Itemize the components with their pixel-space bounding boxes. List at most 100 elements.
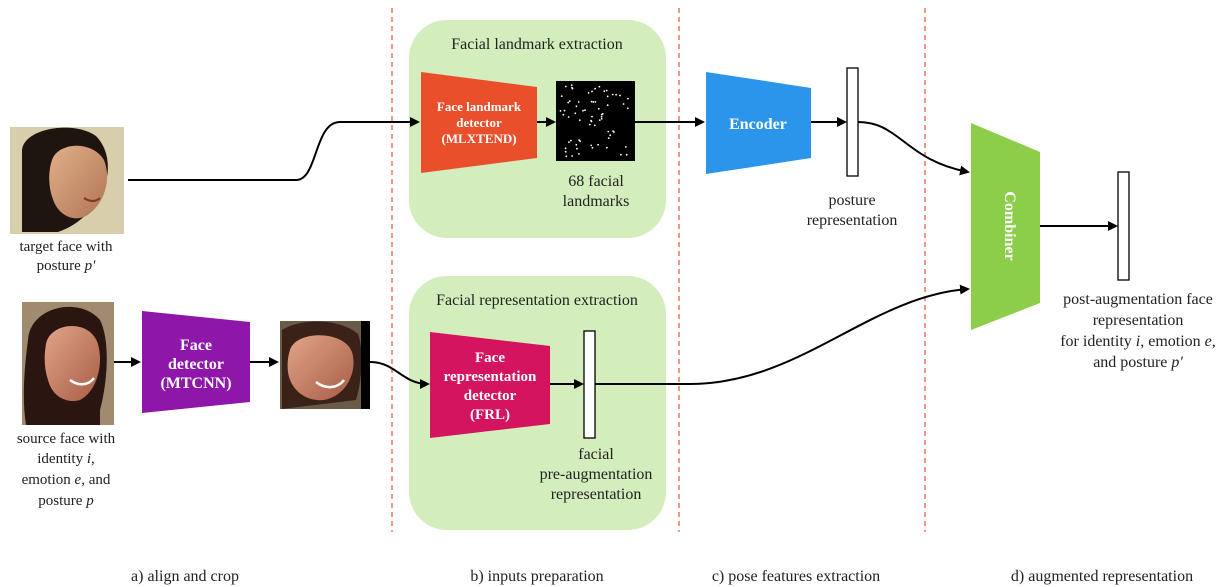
landmark-point (577, 101, 580, 103)
landmark-point (592, 101, 595, 103)
arrow-crop-to-representation (369, 361, 430, 389)
representation-detector-label: Face representation detector (FRL) (444, 350, 537, 423)
posture-caption: posture representation (807, 192, 898, 229)
representation-panel-title: Facial representation extraction (436, 292, 638, 309)
landmark-point (576, 147, 578, 150)
combiner-block (971, 123, 1040, 330)
landmark-point (567, 101, 570, 104)
source-face-photo (22, 302, 114, 425)
landmark-panel-title: Facial landmark extraction (451, 36, 622, 53)
landmark-point (590, 144, 593, 147)
arrow-vector-to-combiner (595, 284, 970, 385)
landmark-point (601, 113, 604, 115)
landmark-point (564, 85, 567, 88)
svg-text:landmarks: landmarks (563, 193, 630, 210)
arrows (114, 117, 1118, 389)
landmark-detector-label: Face landmark detector (MLXTEND) (437, 99, 522, 146)
landmark-point (597, 107, 600, 110)
landmark-point (591, 146, 594, 149)
landmark-point (612, 130, 614, 133)
target-face-photo (10, 127, 124, 234)
combiner-label: Combiner (1001, 191, 1018, 260)
landmark-point (570, 84, 573, 86)
landmark-point (587, 92, 590, 94)
face-detector-label: Face detector (MTCNN) (160, 337, 231, 392)
landmark-point (607, 137, 610, 140)
landmarks-caption: 68 facial landmarks (563, 173, 630, 210)
pre-augmentation-caption: facial pre-augmentation representation (540, 446, 653, 503)
landmark-point (615, 93, 617, 96)
stage-caption-b: b) inputs preparation (470, 568, 603, 585)
svg-text:(MTCNN): (MTCNN) (160, 375, 231, 392)
landmark-point (606, 95, 609, 98)
target-caption-line: target face with (19, 239, 113, 255)
landmark-point (606, 146, 608, 149)
landmark-point (597, 143, 599, 146)
svg-text:for identity i, emotion e,: for identity i, emotion e, (1060, 333, 1216, 350)
source-caption-line: posture p (38, 493, 94, 509)
landmark-detector-block (421, 72, 537, 173)
svg-text:detector: detector (464, 388, 517, 404)
svg-text:Face landmark: Face landmark (437, 99, 522, 114)
landmark-point (564, 150, 567, 153)
post-augmentation-vector (1117, 171, 1130, 281)
landmark-point (620, 153, 622, 156)
landmark-point (559, 110, 562, 112)
pre-augmentation-vector (583, 330, 596, 439)
posture-vector (846, 67, 859, 177)
landmark-point (562, 113, 565, 116)
landmark-point (591, 115, 593, 118)
target-caption-line: posture p' (37, 258, 96, 274)
face-detector-block (142, 311, 250, 413)
source-caption-line: source face with (17, 431, 116, 447)
landmark-points (559, 84, 629, 158)
stage-caption-a: a) align and crop (131, 568, 239, 585)
arrow-posture-to-combiner (857, 121, 970, 176)
landmark-point (598, 119, 601, 121)
svg-text:post-augmentation face: post-augmentation face (1063, 291, 1213, 308)
landmark-point (584, 109, 586, 112)
svg-text:Face: Face (475, 350, 505, 366)
svg-text:detector: detector (168, 356, 224, 373)
landmark-point (625, 153, 628, 156)
landmark-point (578, 119, 581, 122)
stage-caption-d: d) augmented representation (1011, 568, 1193, 585)
landmark-point (565, 155, 568, 158)
source-caption-line: emotion e, and (22, 472, 111, 488)
svg-text:Face: Face (180, 337, 212, 354)
svg-text:(MLXTEND): (MLXTEND) (441, 131, 516, 146)
landmark-point (588, 123, 591, 126)
svg-text:facial: facial (578, 446, 614, 463)
landmark-point (622, 103, 625, 105)
representation-detector-block (430, 332, 550, 438)
landmark-point (607, 130, 610, 133)
landmark-point (578, 139, 581, 142)
landmark-point (590, 119, 592, 122)
landmark-point (560, 95, 563, 97)
landmark-point (600, 117, 603, 120)
landmark-point (594, 87, 596, 90)
cropped-face-photo (280, 321, 370, 409)
landmark-point (563, 109, 566, 112)
svg-text:(FRL): (FRL) (470, 407, 510, 423)
svg-text:representation: representation (807, 212, 898, 229)
svg-text:representation: representation (444, 369, 537, 385)
post-augmentation-caption: post-augmentation face representation fo… (1060, 291, 1216, 371)
landmark-point (568, 100, 571, 102)
landmark-point (591, 90, 593, 93)
source-face-caption: source face with identity i, emotion e, … (17, 431, 116, 509)
landmark-point (570, 139, 572, 142)
landmark-point (600, 115, 603, 118)
landmark-point (624, 146, 627, 148)
stage-caption-c: c) pose features extraction (712, 568, 880, 585)
landmark-point (627, 97, 629, 100)
landmark-point (578, 153, 580, 155)
landmark-point (568, 141, 570, 144)
source-caption-line: identity i, (37, 451, 95, 467)
landmark-point (593, 124, 596, 127)
stage-captions: a) align and crop b) inputs preparation … (131, 568, 1193, 585)
landmark-point (571, 86, 573, 89)
landmarks-image (556, 81, 635, 161)
landmark-point (571, 155, 573, 157)
landmark-point (626, 107, 629, 110)
